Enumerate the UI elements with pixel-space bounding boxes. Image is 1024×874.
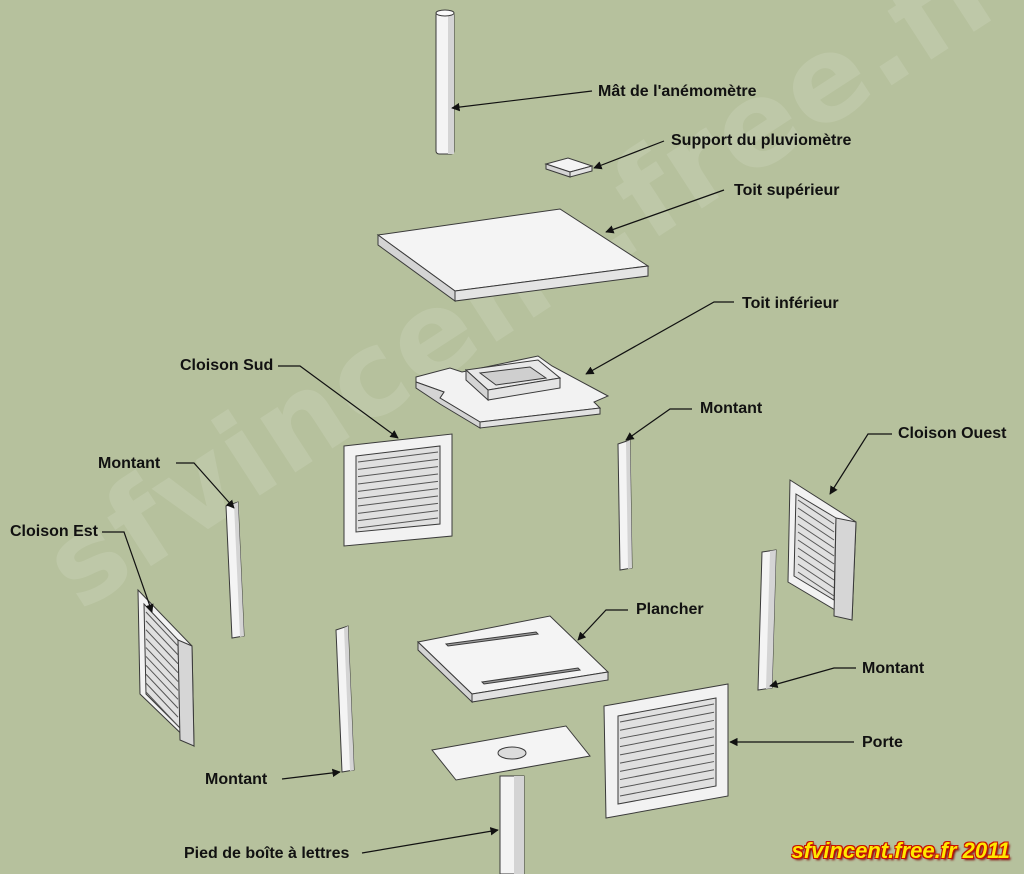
louver-slat — [619, 736, 715, 756]
post-left — [225, 501, 245, 639]
label-lower-roof: Toit inférieur — [742, 295, 839, 312]
louver-slat — [145, 682, 179, 718]
label-door-panel: Porte — [862, 734, 903, 751]
louver-slat — [145, 638, 179, 674]
louver-slat — [797, 571, 835, 597]
louver-slat — [145, 629, 179, 665]
label-post-center: Montant — [700, 400, 763, 417]
leader-lines — [102, 90, 892, 854]
upper-roof — [376, 208, 650, 302]
louver-slat — [797, 523, 835, 549]
louver-slat — [797, 499, 835, 525]
louver-slat — [797, 563, 835, 589]
louver-slat — [797, 515, 835, 541]
louver-slat — [145, 620, 179, 656]
label-floor-panel: Plancher — [636, 601, 704, 618]
label-rain-gauge-support: Support du pluviomètre — [671, 132, 852, 149]
louver-slat — [619, 777, 715, 797]
louver-slat — [145, 611, 179, 647]
louver-slat — [619, 769, 715, 789]
east-partition — [137, 588, 195, 748]
label-east-partition: Cloison Est — [10, 523, 99, 540]
post-center — [617, 439, 633, 571]
label-post-right: Montant — [862, 660, 925, 677]
post-right — [757, 549, 777, 691]
label-post-left: Montant — [98, 455, 161, 472]
louver-slat — [357, 502, 439, 514]
south-partition — [343, 433, 453, 547]
louver-slat — [619, 752, 715, 772]
louver-slat — [619, 761, 715, 781]
louver-slat — [357, 458, 439, 470]
door-panel — [603, 683, 729, 819]
louver-slat — [797, 507, 835, 533]
label-west-partition: Cloison Ouest — [898, 425, 1007, 442]
louver-slat — [357, 495, 439, 507]
louver-slat — [145, 664, 179, 700]
post-bottom-left — [335, 625, 355, 773]
louver-slat — [797, 555, 835, 581]
louver-slat — [145, 691, 179, 727]
louver-slat — [357, 466, 439, 478]
louver-slat — [619, 744, 715, 764]
louver-slat — [797, 547, 835, 573]
louver-slat — [797, 539, 835, 565]
label-south-partition: Cloison Sud — [180, 357, 274, 374]
louver-slat — [619, 703, 715, 723]
louver-slat — [357, 510, 439, 522]
label-anemometer-mast: Mât de l'anémomètre — [598, 83, 757, 100]
louver-slat — [619, 711, 715, 731]
floor-panel — [416, 615, 610, 704]
louver-slat — [619, 719, 715, 739]
louver-slat — [357, 473, 439, 485]
label-mailbox-post: Pied de boîte à lettres — [184, 845, 350, 862]
louver-slat — [357, 480, 439, 492]
louver-slat — [357, 451, 439, 463]
louver-slat — [357, 488, 439, 500]
credit-text: sfvincent.free.fr 2011 — [791, 838, 1010, 863]
label-upper-roof: Toit supérieur — [734, 182, 840, 199]
louver-slat — [357, 517, 439, 529]
rain-gauge-support — [544, 157, 594, 178]
louver-slat — [145, 656, 179, 691]
anemometer-mast — [435, 9, 455, 155]
louver-slat — [145, 673, 179, 709]
louver-slat — [145, 647, 179, 682]
lower-roof — [415, 355, 610, 429]
louver-slat — [619, 728, 715, 748]
label-post-bottom-left: Montant — [205, 771, 268, 788]
mailbox-post — [431, 725, 591, 874]
louver-slat — [797, 531, 835, 557]
west-partition — [787, 479, 857, 621]
